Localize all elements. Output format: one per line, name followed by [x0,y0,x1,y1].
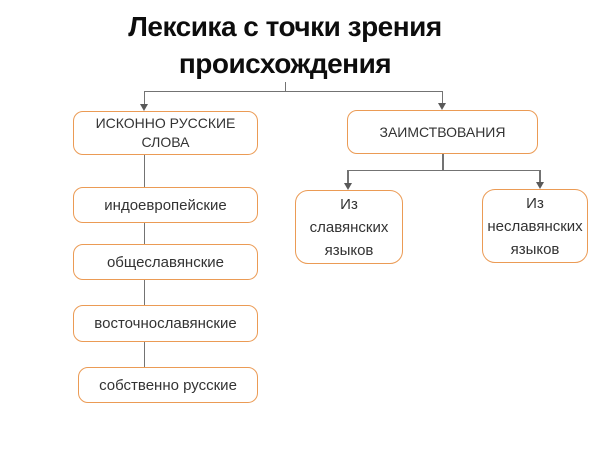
node-borrowings: ЗАИМСТВОВАНИЯ [347,110,538,154]
slide-title: Лексика с точки зрения происхождения [128,11,442,79]
connector-drop-to-slavic [347,169,349,184]
connector-drop-to-borrowings [441,90,443,104]
arrowhead-to-native-icon [140,104,148,111]
node-from-non-slavic-languages: Из неславянских языков [482,189,588,263]
connector-drop-to-native [143,90,145,105]
arrowhead-to-slavic-icon [343,183,352,190]
arrowhead-to-non-slavic-icon [535,182,544,189]
connector-borrowings-stem [442,153,444,170]
connector-common-to-east [143,279,145,305]
node-proper-russian: собственно русские [78,367,258,403]
node-indo-european: индоевропейские [73,187,258,223]
connector-borrowings-horizontal [347,169,541,171]
connector-native-to-indo [143,155,145,187]
node-common-slavic: общеславянские [73,244,258,280]
connector-east-to-proper [143,341,145,367]
node-native-russian-words: ИСКОННО РУССКИЕ СЛОВА [73,111,258,155]
arrowhead-to-borrowings-icon [438,103,446,110]
node-east-slavic: восточнославянские [73,305,258,342]
connector-top-horizontal [144,90,442,92]
connector-drop-to-non-slavic [539,169,541,183]
connector-indo-to-common [143,222,145,244]
connector-title-stem [284,82,286,91]
node-from-slavic-languages: Из славянских языков [295,190,403,264]
